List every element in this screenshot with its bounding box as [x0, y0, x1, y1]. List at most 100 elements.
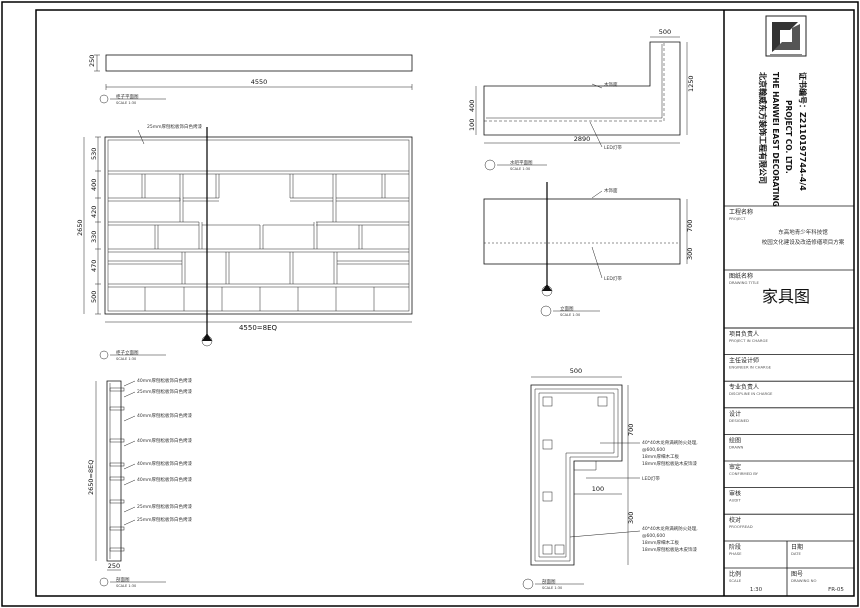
bar-elev-scale: SCALE 1:30 [560, 313, 580, 317]
title-block-row-label: 项目负责人 [729, 330, 759, 338]
section-note: 40mm厚刨松板饰白色烤漆 [137, 437, 192, 444]
bar-plan-dim-left-a: 400 [468, 100, 476, 112]
bar-sec-title: 剖面图 [542, 578, 556, 585]
elev-dim-width: 4550=8EQ [239, 324, 278, 332]
bar-sec-note-led: LED灯带 [642, 475, 660, 482]
bar-plan-title: 水吧平面图 [510, 159, 533, 166]
bar-plan-marker [484, 159, 496, 171]
inner-border [35, 9, 855, 597]
scale-value: 1:30 [750, 587, 763, 593]
title-block-row-label: 主任设计师 [729, 357, 759, 365]
plan-scale: SCALE 1:30 [116, 101, 136, 105]
bar-plan-dim-bottom: 2890 [574, 135, 591, 143]
scale-label: 比例 [729, 570, 741, 578]
elev-dim-5: 470 [90, 260, 98, 272]
bar-sec-note-6: 18mm厚刨松板贴木皮饰漆 [642, 546, 697, 553]
elev-dim-3: 420 [90, 206, 98, 218]
bar-sec-note-2: 18mm厚细木工板 [642, 453, 679, 460]
scale-label-en: SCALE [729, 578, 742, 583]
bar-elev-dim-b: 300 [686, 248, 694, 260]
company-name-en-1: THE HANWEI EAST DECORATING [771, 72, 780, 207]
title-block-row-label-en: PROOFREAD [729, 524, 753, 529]
title-block-row-label-en: CONFIRMED BY [729, 471, 759, 476]
section-title: 剖面图 [116, 576, 130, 583]
drawing-title-label: 图纸名称 [729, 272, 753, 280]
bar-plan-dim-left-b: 100 [468, 119, 476, 131]
drawing-title: 家具图 [762, 287, 810, 306]
section-marker [99, 577, 109, 587]
bar-sec-note-3: 18mm厚刨松板贴木皮饰漆 [642, 460, 697, 467]
company-name-en-2: PROJECT CO. LTD. [784, 100, 793, 174]
elev-marker [99, 350, 109, 360]
section-note: 25mm厚刨松板饰白色烤漆 [137, 388, 192, 395]
title-block-row-label-en: DISCIPLINE IN CHARGE [729, 391, 773, 396]
drawing-no-label-en: DRAWING NO [791, 578, 817, 583]
title-block: 北京翰威东方装饰工程有限公司 THE HANWEI EAST DECORATIN… [723, 10, 854, 596]
cabinet-plan: 250 4550 柜子平面图 SCALE 1:30 [88, 55, 413, 105]
bar-sec-note-1b: @600,600 [642, 447, 665, 453]
phase-label: 阶段 [729, 543, 741, 551]
title-block-row-label: 校对 [729, 516, 741, 524]
bar-elev-title: 立面图 [560, 305, 574, 312]
elev-dim-total: 2650 [76, 219, 84, 236]
date-label-en: DATE [791, 551, 801, 556]
section-scale: SCALE 1:30 [116, 584, 136, 588]
elev-title: 柜子立面图 [116, 349, 139, 356]
elev-scale: SCALE 1:30 [116, 357, 136, 361]
elev-dim-4: 330 [90, 231, 98, 243]
bar-elev-dim-a: 700 [686, 220, 694, 232]
section-note: 40mm厚刨松板饰白色烤漆 [137, 412, 192, 419]
section-note: 40mm厚刨松板饰白色烤漆 [137, 377, 192, 384]
bar-sec-note-4: 40*40木龙骨满刷防火处理, [642, 525, 698, 532]
bar-elev-note-bottom: LED灯带 [604, 275, 622, 282]
title-block-row-label: 绘图 [729, 436, 741, 444]
title-block-row-label: 专业负责人 [729, 383, 759, 391]
plan-dim-width: 4550 [251, 78, 268, 86]
bar-sec-marker [522, 578, 534, 590]
title-block-row-label-en: DESIGNED [729, 418, 749, 423]
plan-dim-depth: 250 [88, 55, 96, 67]
drawing-no-label: 图号 [791, 571, 803, 578]
bar-elev-marker [540, 305, 552, 317]
elev-dim-6: 500 [90, 291, 98, 303]
bar-sec-note-5: 18mm厚细木工板 [642, 539, 679, 546]
bar-elev-note-top: 木饰面 [604, 187, 618, 194]
title-block-row-label-en: AUDIT [729, 498, 741, 503]
drawing-title-label-en: DRAWING TITLE [729, 280, 760, 285]
section-dim-depth: 250 [108, 562, 120, 570]
bar-plan-note-top: 木饰面 [604, 81, 618, 88]
bar-elevation: 700 300 木饰面 LED灯带 立面图 SCALE 1:30 [483, 182, 694, 317]
section-note: 40mm厚刨松板饰白色烤漆 [137, 476, 192, 483]
bar-sec-note-4b: @600,600 [642, 533, 665, 539]
title-block-row-label: 审核 [729, 490, 741, 498]
company-logo [765, 15, 807, 57]
elev-dim-1: 530 [90, 148, 98, 160]
elev-note: 25mm厚刨松板饰白色烤漆 [147, 123, 202, 130]
bar-sec-note-1: 40*40木龙骨满刷防火处理, [642, 439, 698, 446]
certificate-number: 证书编号：Z2110197744-4/4 [798, 72, 808, 191]
bar-plan-dim-top: 500 [659, 28, 671, 36]
bar-sec-dim-a: 700 [627, 424, 635, 436]
project-label: 工程名称 [729, 208, 753, 216]
bar-sec-dim-b: 300 [627, 512, 635, 524]
bar-sec-dim-top: 500 [570, 367, 582, 375]
section-dim-height: 2650=8EQ [87, 460, 95, 495]
cabinet-section: 2650=8EQ 250 40mm厚刨松板饰白色烤漆 25mm厚刨松板饰白色烤漆 4… [87, 377, 192, 588]
plan-title: 柜子平面图 [116, 93, 139, 100]
section-note: 40mm厚刨松板饰白色烤漆 [137, 460, 192, 467]
company-name-cn: 北京翰威东方装饰工程有限公司 [758, 72, 768, 184]
cabinet-elevation: 530 400 420 330 470 500 2650 4550=8EQ 25… [76, 123, 413, 361]
bar-plan-scale: SCALE 1:30 [510, 167, 530, 171]
bar-sec-scale: SCALE 1:30 [542, 586, 562, 590]
project-label-en: PROJECT [729, 216, 746, 221]
title-block-row-label-en: DRAWN [729, 444, 744, 449]
project-line-1: 东高地青少年科技馆 [778, 228, 828, 236]
phase-label-en: PHASE [729, 551, 742, 556]
drawing-no: FR-05 [828, 587, 844, 593]
bar-plan-note-bottom: LED灯带 [604, 144, 622, 151]
date-label: 日期 [791, 543, 803, 551]
title-block-row-label-en: ENGINEER IN CHARGE [729, 365, 772, 370]
